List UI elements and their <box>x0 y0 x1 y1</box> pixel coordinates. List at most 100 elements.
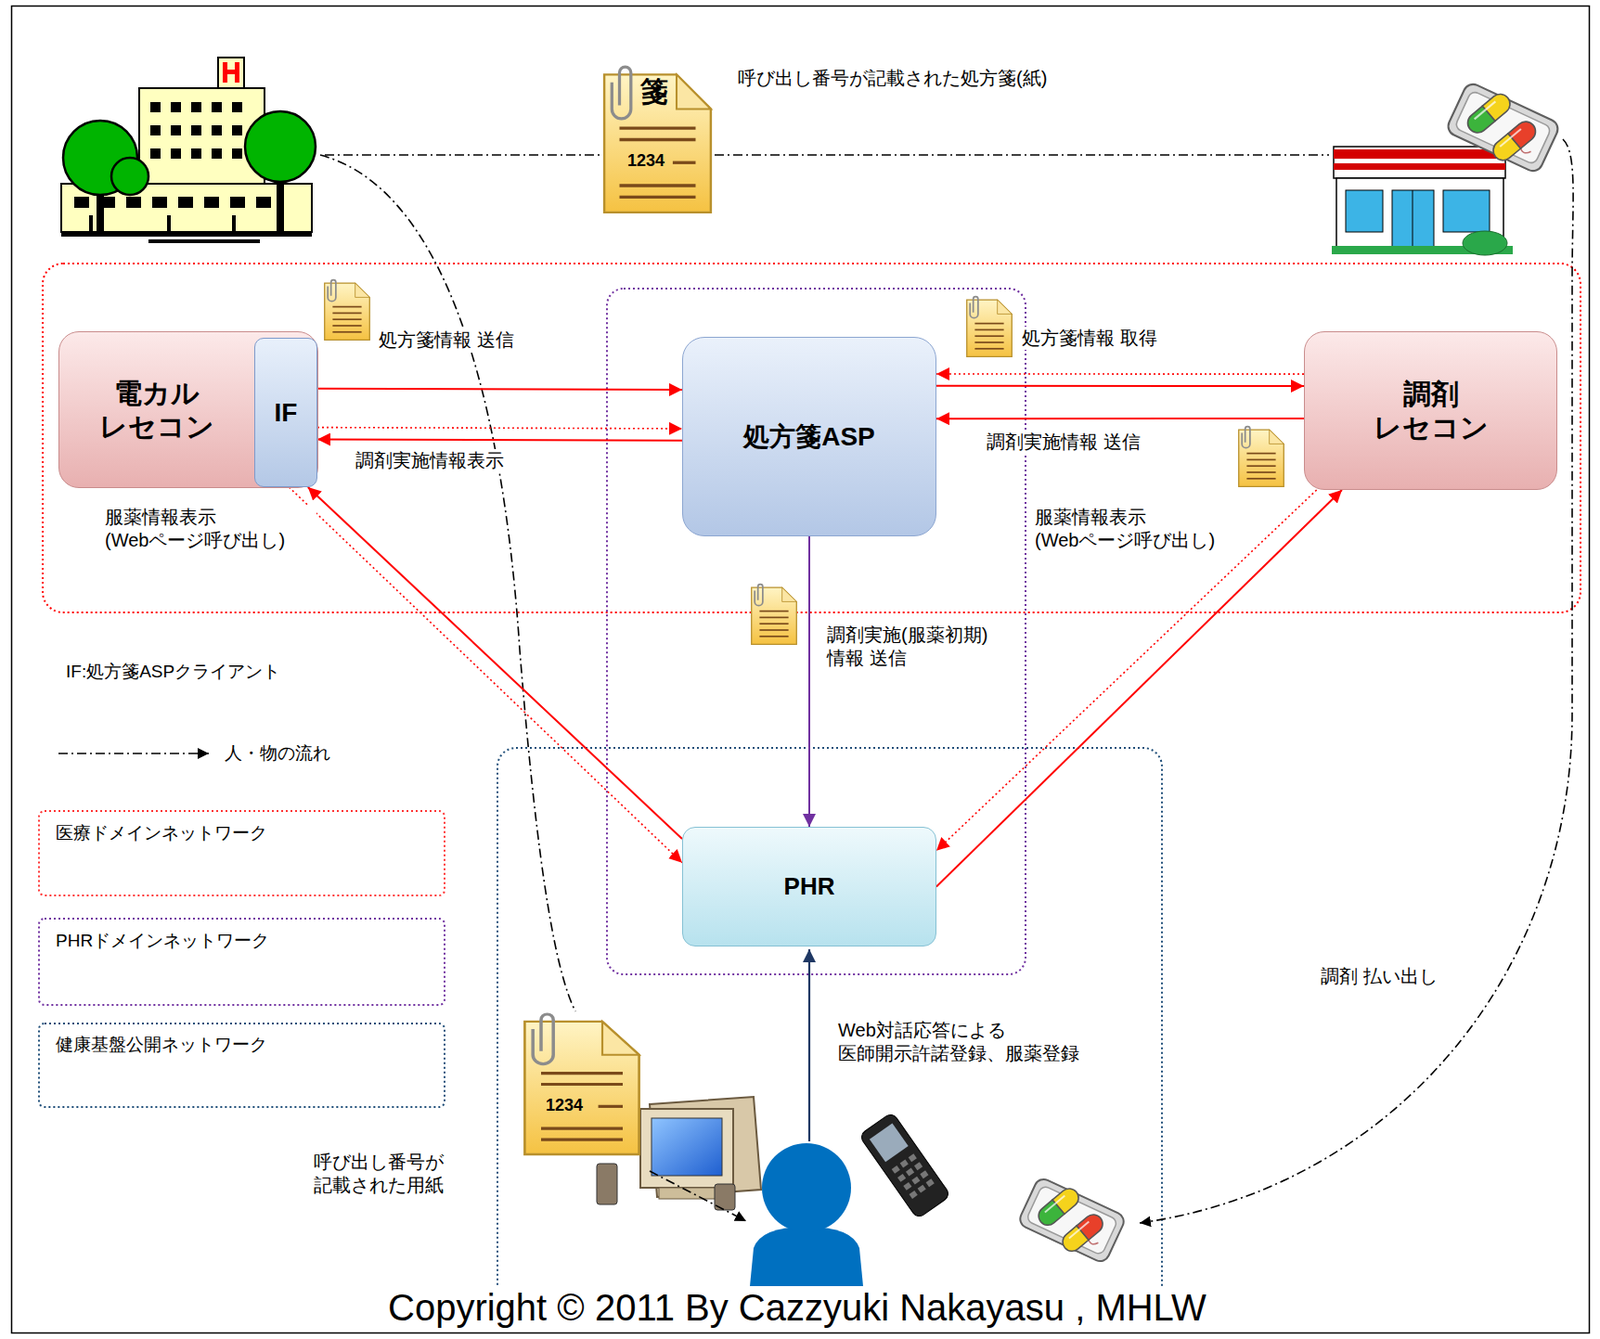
call-number: 1234 <box>545 1095 583 1117</box>
node-label: 電カル レセコン <box>87 376 227 444</box>
mobile-phone-icon <box>891 1165 901 1175</box>
medicine-icon <box>1017 1176 1127 1265</box>
data-flow-arrow <box>936 490 1342 888</box>
mobile-phone-icon <box>900 1160 909 1169</box>
call-number-paper-icon <box>524 1014 639 1155</box>
abbreviation-note: IF:処方箋ASPクライアント <box>63 660 284 684</box>
hospital-icon <box>61 232 312 237</box>
computer-icon <box>651 1118 723 1176</box>
legend-label: 人・物の流れ <box>224 742 331 765</box>
server-box: PHR <box>682 826 937 947</box>
request-arrow <box>936 373 1304 375</box>
pharmacy-icon <box>1331 80 1562 256</box>
connector-label: 処方箋情報 送信 <box>375 328 517 352</box>
node-label: 調剤 レセコン <box>1361 377 1501 445</box>
legend-region-sample <box>38 1023 445 1108</box>
hospital-icon <box>256 196 271 208</box>
mobile-phone-icon <box>917 1185 927 1194</box>
mobile-phone-icon <box>909 1190 918 1200</box>
person-icon <box>761 1143 852 1233</box>
hospital-icon <box>74 196 90 208</box>
hospital-icon <box>211 102 222 113</box>
hospital-icon <box>170 125 181 136</box>
flow-line <box>320 139 1574 1224</box>
hospital-icon <box>222 69 240 75</box>
hospital-icon <box>150 148 161 159</box>
prescription-paper-icon <box>604 66 711 213</box>
person-icon <box>749 1143 864 1287</box>
mobile-phone-icon <box>858 1111 951 1219</box>
hospital-icon <box>232 148 243 159</box>
client-box: IF <box>254 337 318 488</box>
hospital-icon <box>191 148 202 159</box>
hospital-icon <box>230 196 246 208</box>
legend-region-sample <box>38 811 445 896</box>
prescription-paper-icon <box>604 66 711 213</box>
legend-label: 健康基盤公開ネットワーク <box>55 1033 268 1057</box>
medical-domain-region <box>42 263 1581 613</box>
data-flow-arrow <box>936 417 1304 420</box>
hospital-icon <box>218 57 245 89</box>
medicine-icon <box>1017 1176 1127 1265</box>
hospital-icon <box>232 102 243 113</box>
hospital-icon <box>126 196 142 208</box>
document-icon <box>967 296 1013 358</box>
connector-label: 服薬情報表示 (Webページ呼び出し) <box>102 505 317 553</box>
mobile-phone-icon <box>926 1178 935 1188</box>
pharmacy-icon <box>1345 190 1383 233</box>
flow-label: Web対話応答による 医師開示許諾登録、服薬登録 <box>835 1019 1120 1066</box>
data-flow-arrow <box>317 388 683 390</box>
request-arrow <box>936 490 1317 852</box>
hospital-icon <box>89 215 93 233</box>
document-icon <box>1238 426 1285 488</box>
legend-label: 医療ドメインネットワーク <box>55 822 268 845</box>
pharmacy-icon <box>1443 190 1490 233</box>
hospital-icon <box>276 176 284 233</box>
hospital-icon <box>170 148 181 159</box>
server-box: 処方箋ASP <box>682 336 937 537</box>
flow-line <box>1139 139 1574 1224</box>
connector-label: 調剤実施情報表示 <box>352 449 507 473</box>
legend-flow-sample <box>58 752 209 755</box>
flow-line <box>320 154 576 1012</box>
system-box: 電カル レセコン IF <box>58 331 319 489</box>
hospital-icon <box>167 215 171 233</box>
hospital-icon <box>150 125 161 136</box>
hospital-icon <box>170 102 181 113</box>
connector-label: 服薬情報表示 (Webページ呼び出し) <box>1032 505 1247 553</box>
hospital-icon <box>211 125 222 136</box>
mobile-phone-icon <box>891 1153 935 1200</box>
computer-icon <box>596 1163 618 1205</box>
hospital-icon <box>150 102 161 113</box>
document-icon <box>324 280 1285 646</box>
flow-line <box>324 154 1330 156</box>
legend-region-sample <box>38 918 445 1006</box>
data-flow-arrow <box>936 385 1304 388</box>
pharmacy-icon <box>1445 80 1562 174</box>
data-flow-arrow <box>808 536 811 827</box>
hospital-icon <box>191 125 202 136</box>
connector-label: 調剤実施情報 送信 <box>983 430 1144 454</box>
legend-samples <box>38 753 445 1108</box>
computer-icon <box>640 1109 734 1188</box>
document-icon <box>324 280 371 341</box>
hospital-icon <box>232 215 236 233</box>
mobile-phone-icon <box>905 1168 915 1177</box>
hospital-icon <box>232 125 243 136</box>
pharmacy-icon <box>1462 231 1508 256</box>
call-number-paper-icon <box>524 1014 639 1155</box>
pharmacy-icon <box>1412 190 1414 248</box>
outer-frame <box>12 6 1590 1334</box>
data-flow-arrow <box>317 438 683 440</box>
person-icon <box>749 1226 864 1287</box>
pharmacy-icon <box>1333 146 1506 179</box>
hospital-icon <box>211 148 222 159</box>
legend-label: PHRドメインネットワーク <box>55 929 270 953</box>
mobile-phone-icon <box>911 1176 920 1186</box>
flow-label: 調剤 払い出し <box>1317 965 1441 989</box>
node-label: PHR <box>784 872 836 902</box>
hospital-icon <box>191 102 202 113</box>
hospital-icon <box>204 196 220 208</box>
mobile-phone-icon <box>908 1153 917 1162</box>
mobile-phone-icon <box>903 1182 912 1191</box>
